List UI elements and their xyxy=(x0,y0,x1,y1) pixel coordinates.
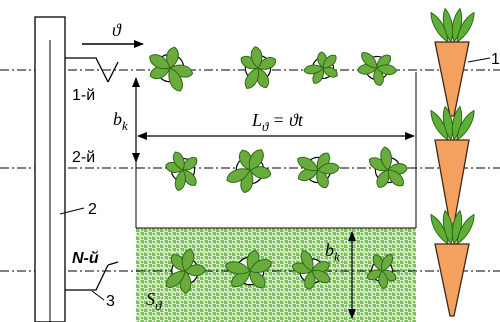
plant xyxy=(368,146,408,188)
plant xyxy=(226,149,272,194)
row-label-n: N-й xyxy=(72,250,99,267)
row-label-1: 1-й xyxy=(72,87,95,104)
plant xyxy=(366,253,397,290)
plant xyxy=(297,152,340,189)
area-label: Sϑ xyxy=(146,289,162,313)
length-label: Lϑ= ϑt xyxy=(251,110,304,134)
row-spacing-label-right: bk xyxy=(325,240,340,264)
plant xyxy=(240,46,277,89)
working-body-n xyxy=(65,261,119,291)
carrot xyxy=(430,105,475,225)
row-spacing-label-left: bk xyxy=(113,109,128,133)
row-label-2: 2-й xyxy=(72,149,95,166)
plants-row-1 xyxy=(149,46,397,92)
plant xyxy=(149,46,194,92)
callout-2-label: 2 xyxy=(88,201,97,218)
callout-1-label: 1 xyxy=(491,51,500,68)
plant xyxy=(224,249,272,288)
plant xyxy=(165,248,206,294)
carrot xyxy=(430,209,475,317)
velocity-label: ϑ xyxy=(112,20,122,40)
plants-row-n xyxy=(165,248,397,294)
callout-2-leader xyxy=(59,207,85,215)
callout-1-leader xyxy=(467,57,491,63)
plants-row-2 xyxy=(165,146,408,194)
plant xyxy=(165,151,198,192)
plant xyxy=(357,52,397,87)
harvested-carrots xyxy=(430,7,475,317)
plant xyxy=(291,250,331,290)
carrot xyxy=(430,7,475,117)
callout-3-label: 3 xyxy=(106,293,115,310)
callout-3-leader xyxy=(91,290,105,301)
plant xyxy=(303,51,338,84)
working-body-1 xyxy=(65,57,119,83)
